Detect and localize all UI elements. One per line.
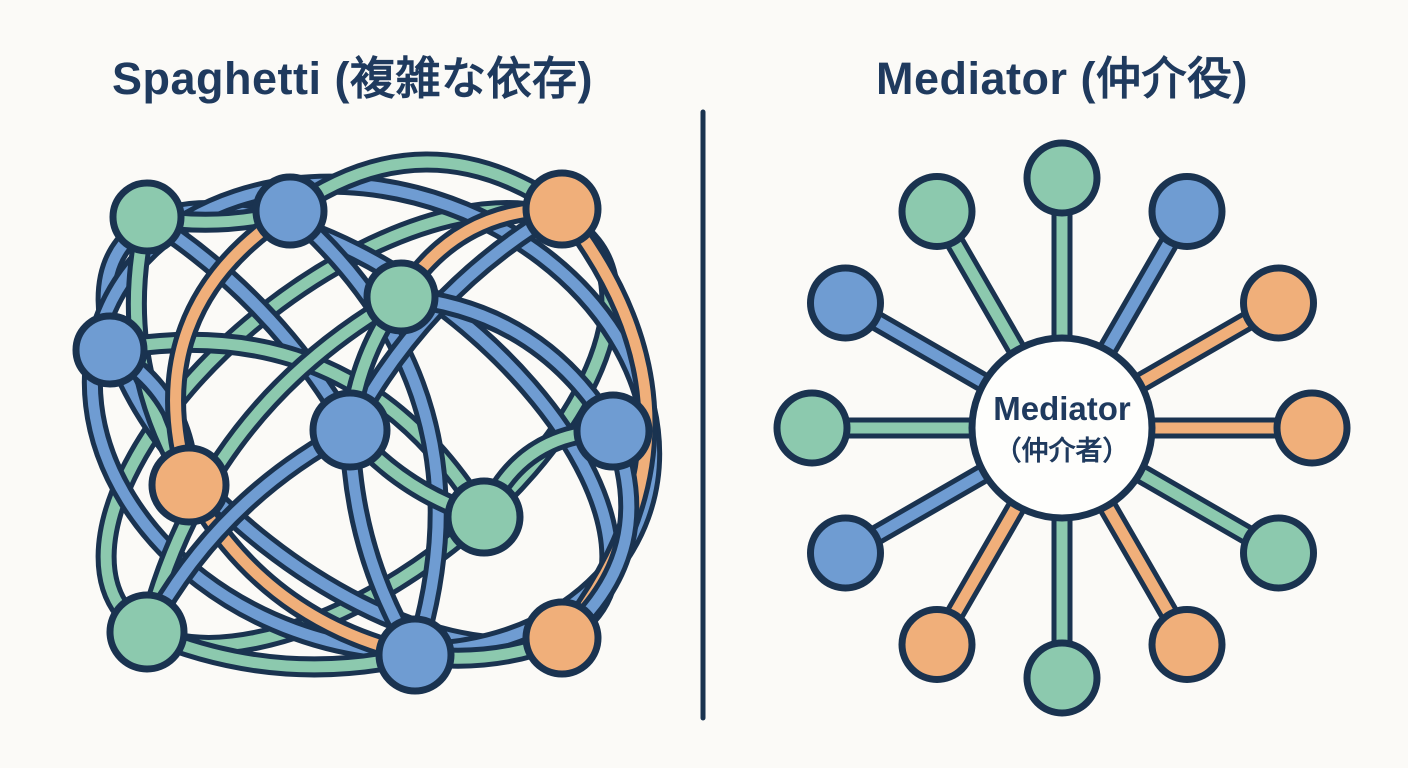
spaghetti-node-3 <box>363 259 439 335</box>
spaghetti-node-7 <box>148 444 230 526</box>
spaghetti-node-10 <box>375 615 455 695</box>
spaghetti-node-0 <box>109 179 185 255</box>
spaghetti-node-2 <box>522 169 602 249</box>
mediator-colleague-node-4 <box>1240 514 1318 592</box>
spaghetti-node-5 <box>309 389 391 471</box>
mediator-hub-circle <box>968 334 1156 522</box>
mediator-colleague-node-2 <box>1240 264 1318 342</box>
mediator-colleague-node-3 <box>1273 389 1351 467</box>
mediator-colleague-node-10 <box>806 264 884 342</box>
mediator-colleague-node-1 <box>1148 172 1226 250</box>
spaghetti-node-4 <box>72 312 148 388</box>
dependency-edge-6-core <box>284 205 444 661</box>
mediator-hub-label-ja: （仲介者） <box>995 436 1130 466</box>
mediator-colleague-node-5 <box>1148 606 1226 684</box>
spaghetti-panel-title: Spaghetti (複雑な依存) <box>112 53 593 104</box>
spaghetti-node-6 <box>573 391 653 471</box>
mediator-colleague-node-8 <box>806 514 884 592</box>
mediator-colleague-node-7 <box>898 606 976 684</box>
mediator-colleague-node-11 <box>898 172 976 250</box>
mediator-colleague-node-9 <box>773 389 851 467</box>
mediator-panel-title: Mediator (仲介役) <box>876 53 1248 104</box>
spaghetti-node-11 <box>522 598 602 678</box>
spaghetti-node-1 <box>252 173 328 249</box>
dependency-edge-5-core <box>170 205 296 491</box>
dependency-edge-13-core <box>141 291 407 638</box>
dependency-edge-7-core <box>284 156 568 217</box>
spaghetti-node-8 <box>444 477 524 557</box>
mediator-colleague-node-0 <box>1023 139 1101 217</box>
mediator-hub-label-en: Mediator <box>993 390 1131 427</box>
spaghetti-node-9 <box>106 591 188 673</box>
mediator-colleague-node-6 <box>1023 639 1101 717</box>
